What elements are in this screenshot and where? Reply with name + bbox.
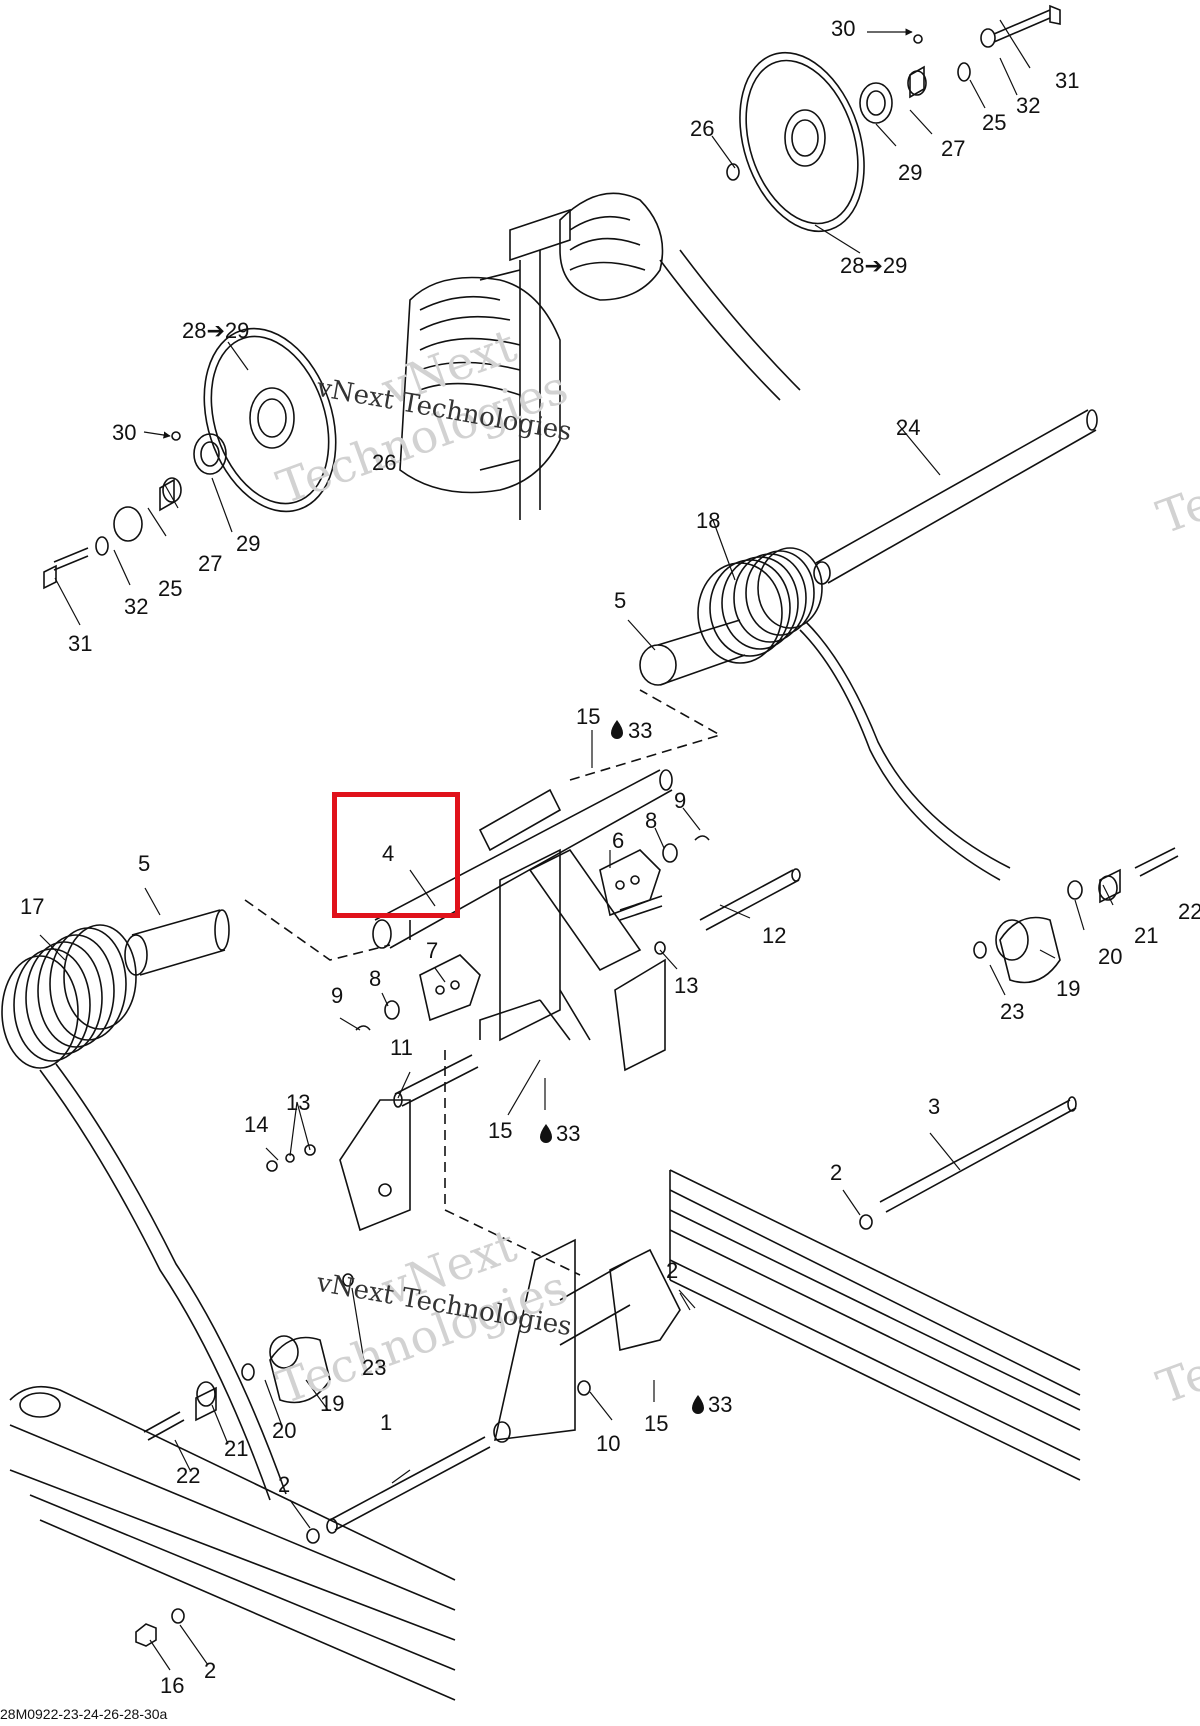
label-29: 29 — [898, 160, 923, 185]
label-25: 25 — [158, 576, 183, 601]
upper-spring-block — [399, 192, 801, 520]
label-22: 22 — [1178, 899, 1200, 924]
label-32: 32 — [124, 594, 149, 619]
cam-6 — [599, 835, 710, 917]
label-14: 14 — [244, 1112, 269, 1137]
label-19: 19 — [1056, 976, 1081, 1001]
label-32: 32 — [1016, 93, 1041, 118]
label-23: 23 — [362, 1355, 387, 1380]
label-15: 15 — [644, 1411, 669, 1436]
label-30: 30 — [831, 16, 856, 41]
label-2: 2 — [278, 1472, 291, 1497]
label-22: 22 — [176, 1463, 201, 1488]
label-18: 18 — [696, 508, 721, 533]
label-4-highlighted: 4 — [382, 841, 395, 866]
label-13: 13 — [674, 973, 699, 998]
spring-17 — [1, 924, 287, 1501]
upper-right-wheel-group — [726, 4, 1061, 233]
label-28-29: 28➔29 — [182, 318, 250, 343]
lower-center-bracket — [493, 1238, 681, 1443]
label-5: 5 — [614, 588, 627, 613]
label-2: 2 — [204, 1658, 217, 1683]
label-26: 26 — [372, 450, 397, 475]
label-20: 20 — [272, 1418, 297, 1443]
label-21: 21 — [1134, 923, 1159, 948]
label-6: 6 — [612, 828, 625, 853]
shaft-24 — [813, 409, 1098, 585]
label-8: 8 — [645, 808, 658, 833]
oil-drop-icon — [692, 1395, 704, 1414]
label-5: 5 — [138, 851, 151, 876]
rod-1 — [306, 1436, 491, 1544]
label-3: 3 — [928, 1094, 941, 1119]
label-31: 31 — [1055, 68, 1080, 93]
dashed-guides — [244, 689, 723, 1276]
spring-18 — [697, 547, 1011, 881]
label-9: 9 — [331, 983, 344, 1008]
tube-5-lower — [124, 909, 230, 976]
label-15: 15 — [488, 1118, 513, 1143]
highlight-box-part-4 — [332, 792, 460, 918]
label-24: 24 — [896, 415, 921, 440]
drawing-code: 28M0922-23-24-26-28-30a — [0, 1706, 168, 1722]
label-19: 19 — [320, 1391, 345, 1416]
label-28-29: 28➔29 — [840, 253, 908, 278]
left-pivot-parts — [135, 1273, 354, 1647]
label-12: 12 — [762, 923, 787, 948]
oil-drop-icon — [540, 1124, 552, 1143]
label-2: 2 — [666, 1258, 679, 1283]
label-33: 33 — [556, 1121, 581, 1146]
label-10: 10 — [596, 1431, 621, 1456]
label-30: 30 — [112, 420, 137, 445]
label-25: 25 — [982, 110, 1007, 135]
oil-drop-icons — [540, 720, 704, 1414]
label-31: 31 — [68, 631, 93, 656]
leader-lines — [39, 19, 1114, 1671]
label-33: 33 — [708, 1392, 733, 1417]
right-pivot-parts — [973, 847, 1179, 984]
center-arm — [478, 788, 666, 1072]
label-27: 27 — [941, 136, 966, 161]
label-15: 15 — [576, 704, 601, 729]
rail-left — [9, 1385, 456, 1701]
label-33: 33 — [628, 718, 653, 743]
label-20: 20 — [1098, 944, 1123, 969]
label-16: 16 — [160, 1673, 185, 1698]
oil-drop-icon — [611, 720, 623, 739]
label-7: 7 — [426, 938, 439, 963]
label-21: 21 — [224, 1436, 249, 1461]
label-29: 29 — [236, 531, 261, 556]
label-9: 9 — [674, 788, 687, 813]
label-2: 2 — [830, 1160, 843, 1185]
label-11: 11 — [390, 1035, 413, 1060]
label-23: 23 — [1000, 999, 1025, 1024]
label-27: 27 — [198, 551, 223, 576]
rod-12 — [654, 868, 801, 955]
label-8: 8 — [369, 966, 382, 991]
rod-3 — [859, 1096, 1077, 1230]
label-1: 1 — [380, 1410, 393, 1435]
label-13: 13 — [286, 1090, 311, 1115]
label-17: 17 — [20, 894, 45, 919]
rail-right — [669, 1169, 1081, 1481]
label-26: 26 — [690, 116, 715, 141]
lower-bracket-left — [266, 1099, 411, 1232]
tube-5-upper — [639, 619, 746, 686]
